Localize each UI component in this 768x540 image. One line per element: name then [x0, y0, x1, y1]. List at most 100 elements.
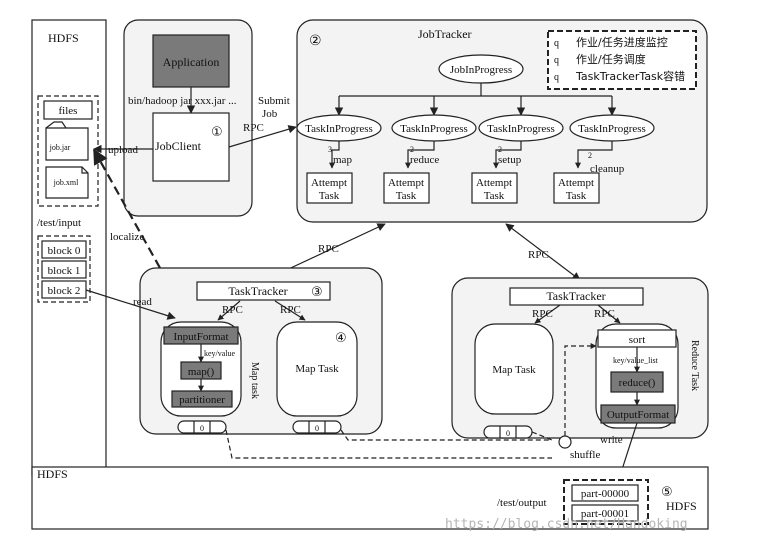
reduce-side-map-task-label: Map Task	[492, 364, 536, 376]
map-disk-2-label: 0	[315, 424, 319, 433]
application-box	[152, 34, 230, 88]
attempt-task-map	[306, 172, 353, 204]
map-tt-rpc-1: RPC	[222, 304, 243, 316]
localize-label: localize	[110, 231, 144, 243]
map-tt-title-box	[196, 281, 331, 301]
legend-bullet-1: q	[554, 38, 559, 49]
command-label: bin/hadoop jar xxx.jar ...	[128, 95, 237, 107]
hdfs-left-title: HDFS	[48, 31, 79, 45]
hdfs-bottom-panel: HDFS /test/output part-00000 part-00001 …	[31, 466, 709, 530]
attempt-cleanup-line2: Task	[566, 190, 587, 202]
reduce-disk-label: 0	[506, 429, 510, 438]
reduce-task-side-label: Reduce Task	[689, 340, 700, 391]
partitioner-label: partitioner	[179, 394, 225, 406]
sort-label: sort	[629, 334, 646, 346]
jobinprogress-label: JobInProgress	[450, 64, 512, 76]
task-type-cleanup: cleanup	[590, 163, 625, 175]
map-task-label-4: Map Task	[295, 363, 339, 375]
hdfs-bottom-title-left: HDFS	[37, 467, 68, 481]
inputformat-label: InputFormat	[174, 331, 229, 343]
hdfs-step-number: ⑤	[661, 485, 673, 500]
legend-item-1: 作业/任务进度监控	[576, 35, 668, 49]
hdfs-bottom-title-right: HDFS	[666, 499, 697, 513]
count-cleanup: 2	[588, 151, 592, 160]
client-rpc-label: RPC	[243, 122, 264, 134]
part-1-label: part-00001	[581, 508, 629, 520]
tip-label-1: TaskInProgress	[305, 123, 373, 135]
attempt-setup-line2: Task	[484, 190, 505, 202]
map-disk-1	[177, 420, 227, 434]
job-xml-label: job.xml	[53, 178, 79, 187]
map-tasktracker-panel: TaskTracker ③ RPC RPC InputFormat key/va…	[139, 267, 383, 435]
block-1-box	[41, 260, 87, 279]
reduce-tt-title: TaskTracker	[546, 289, 605, 303]
outputformat-label: OutputFormat	[607, 409, 669, 421]
output-path-label: /test/output	[497, 497, 547, 509]
task-type-setup: setup	[498, 154, 522, 166]
job-xml-icon	[45, 166, 89, 199]
legend-item-3: TaskTrackerTask容错	[575, 69, 685, 83]
map-function-label: map()	[188, 366, 215, 378]
reduce-tasktracker-panel: TaskTracker RPC RPC Map Task sort key/va…	[451, 277, 709, 439]
reduce-key-value-list: key/value_list	[613, 356, 659, 365]
job-jar-label: job.jar	[49, 143, 71, 152]
jobtracker-step-number: ②	[309, 33, 322, 49]
legend-bullet-3: q	[554, 72, 559, 83]
block-2-box	[41, 280, 87, 299]
block-0-box	[41, 240, 87, 259]
block-0-label: block 0	[48, 245, 81, 257]
map-disk-2	[292, 420, 342, 434]
map-key-value: key/value	[204, 349, 236, 358]
attempt-map-line1: Attempt	[311, 177, 347, 189]
attempt-cleanup-line1: Attempt	[558, 177, 594, 189]
jobtracker-panel: JobTracker ② JobInProgress q 作业/任务进度监控 q…	[296, 19, 708, 223]
tip-label-4: TaskInProgress	[578, 123, 646, 135]
task-type-map: map	[333, 154, 352, 166]
legend-bullet-2: q	[554, 55, 559, 66]
reduce-function-label: reduce()	[619, 377, 656, 389]
reduce-side-map-task	[474, 323, 554, 415]
shuffle-label: shuffle	[570, 449, 600, 461]
input-path-label: /test/input	[37, 217, 81, 229]
tip-label-2: TaskInProgress	[400, 123, 468, 135]
part-0-box	[571, 484, 639, 502]
rpc-label-map-tt: RPC	[318, 243, 339, 255]
reduce-tt-title-box	[509, 287, 644, 306]
attempt-reduce-line1: Attempt	[388, 177, 424, 189]
attempt-setup-line1: Attempt	[476, 177, 512, 189]
rpc-label-reduce-tt: RPC	[528, 249, 549, 261]
watermark: https://blog.csdn.net/Handoking	[445, 517, 688, 532]
application-label: Application	[163, 55, 220, 69]
files-box	[43, 100, 93, 120]
task-type-reduce: reduce	[410, 154, 439, 166]
jobclient-label: JobClient	[155, 139, 202, 153]
map-disk-1-label: 0	[200, 424, 204, 433]
submit-job-label-1: Submit	[258, 95, 290, 107]
attempt-map-line2: Task	[319, 190, 340, 202]
attempt-task-cleanup	[553, 172, 600, 204]
block-1-label: block 1	[48, 265, 81, 277]
shuffle-merge-node	[558, 435, 572, 449]
count-map: 3	[328, 145, 332, 154]
attempt-task-reduce	[383, 172, 430, 204]
tip-label-3: TaskInProgress	[487, 123, 555, 135]
map-task-node-4	[276, 321, 358, 417]
client-step-number: ①	[211, 125, 223, 140]
part-0-label: part-00000	[581, 488, 630, 500]
count-setup: 2	[498, 145, 502, 154]
part-1-box	[571, 504, 639, 522]
reduce-tt-rpc-2: RPC	[594, 308, 615, 320]
map-task-step-number: ④	[335, 331, 347, 346]
submit-job-label-2: Job	[262, 108, 278, 120]
outputformat-box	[600, 404, 676, 424]
attempt-reduce-line2: Task	[396, 190, 417, 202]
reduce-tt-rpc-1: RPC	[532, 308, 553, 320]
legend-box	[547, 30, 697, 90]
read-label: read	[133, 296, 152, 308]
map-tt-title: TaskTracker	[228, 284, 287, 298]
partitioner-box	[171, 390, 233, 408]
map-task-side-label: Map task	[249, 362, 260, 399]
files-label: files	[59, 105, 78, 117]
block-2-label: block 2	[48, 285, 81, 297]
